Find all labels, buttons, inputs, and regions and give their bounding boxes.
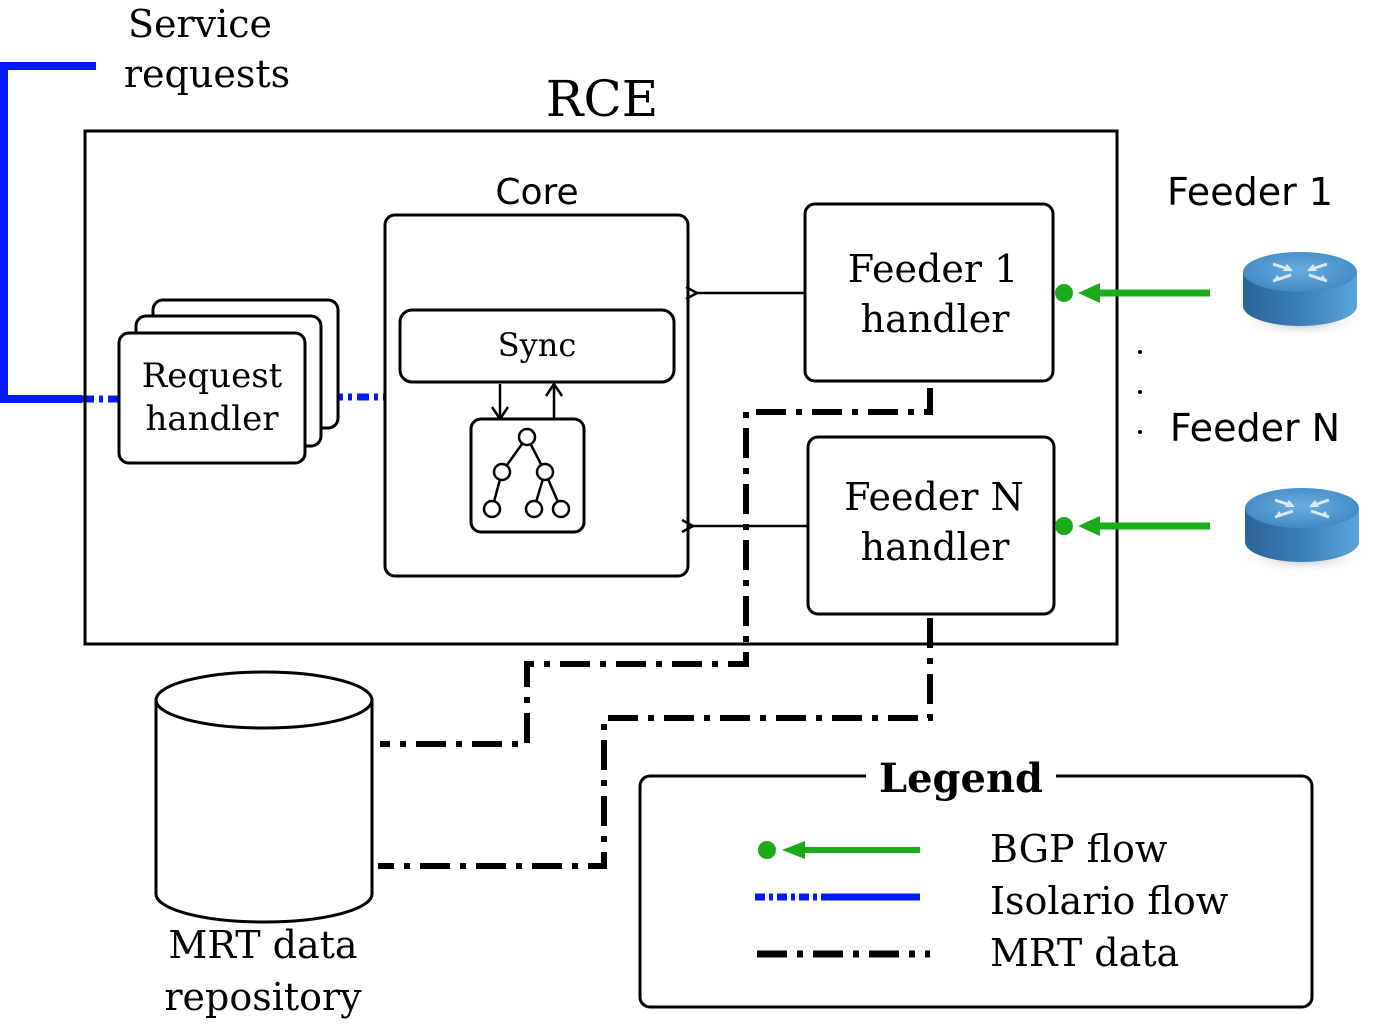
legend-bgp-label: BGP flow	[990, 827, 1168, 871]
core-box	[383, 213, 690, 578]
legend-isolario-label: Isolario flow	[990, 879, 1229, 923]
rce-title: RCE	[546, 70, 658, 128]
service-requests-label-line1: Service	[128, 2, 272, 46]
core-label: Core	[495, 172, 578, 213]
router-icon	[1237, 488, 1369, 574]
legend-mrt-label: MRT data	[990, 931, 1179, 975]
legend: Legend BGP flow Isolario flow MRT data	[638, 755, 1314, 1009]
request-handler-label-line2: handler	[145, 399, 279, 439]
request-handler-box	[117, 331, 307, 465]
feeder1-handler-box	[803, 202, 1055, 383]
feeder1-handler-label-line2: handler	[861, 297, 1011, 341]
legend-title: Legend	[879, 755, 1043, 802]
feeder1-handler-label-line1: Feeder 1	[848, 247, 1019, 291]
service-requests-flow	[0, 62, 385, 403]
feederN-handler-label-line1: Feeder N	[844, 475, 1024, 519]
service-requests-label-line2: requests	[124, 52, 290, 96]
tree-icon	[469, 417, 586, 534]
legend-bgp-swatch	[758, 841, 920, 859]
repository-label-line1: MRT data	[168, 923, 357, 967]
sync-label: Sync	[498, 326, 577, 364]
feederN-handler-label-line2: handler	[861, 525, 1011, 569]
mrt-flow	[378, 388, 933, 869]
ellipsis-dots	[1138, 350, 1142, 434]
bgp-flow-feeder1	[1055, 283, 1210, 303]
bgp-flow-feederN	[1055, 516, 1210, 536]
sync-box	[398, 308, 676, 384]
request-handler-stack	[117, 298, 340, 465]
router-icon	[1235, 252, 1367, 338]
database-icon	[154, 670, 374, 924]
feeder1-label: Feeder 1	[1167, 170, 1333, 214]
feederN-label: Feeder N	[1170, 406, 1340, 450]
repository-label-line2: repository	[164, 975, 362, 1019]
rce-container	[83, 129, 1119, 646]
request-handler-label-line1: Request	[142, 356, 283, 396]
